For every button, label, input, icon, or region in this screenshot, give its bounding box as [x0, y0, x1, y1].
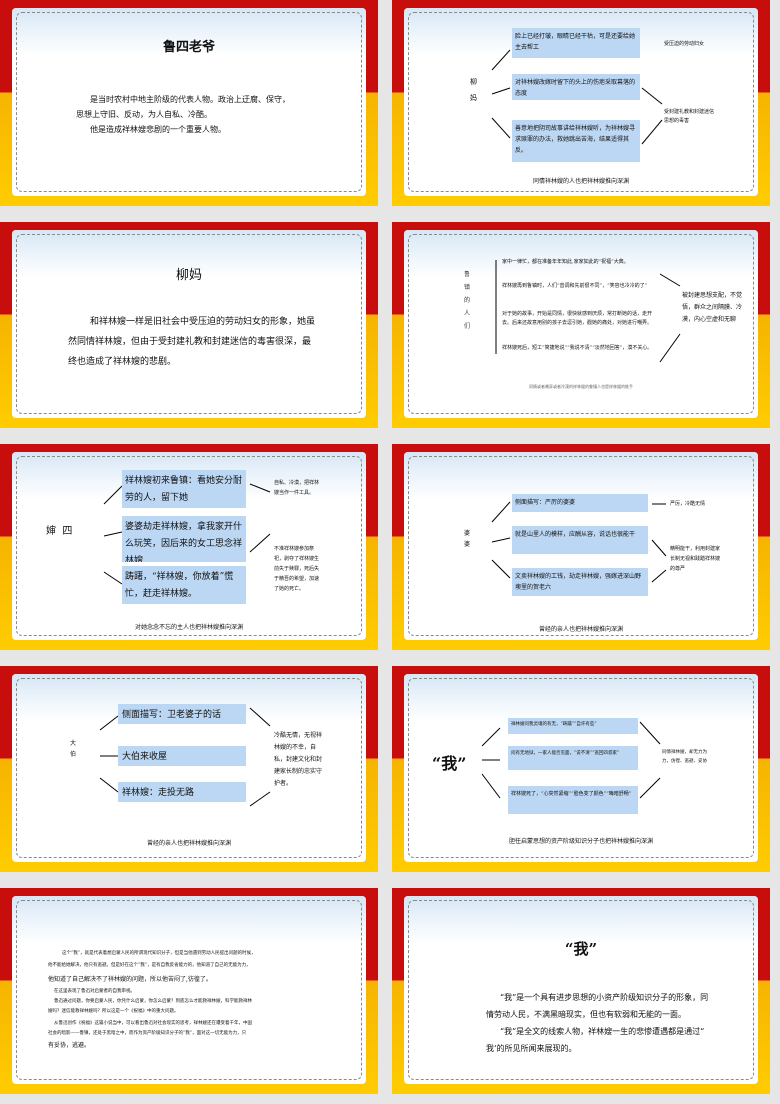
info-box: 问有无地狱，一家人能否见面，“说不清”“逃回四叔家”	[508, 746, 638, 770]
text-line: 我‘的所见所闻来展现的。	[486, 1044, 577, 1053]
side-label: 婆 婆	[464, 530, 471, 548]
connector-lines	[103, 483, 271, 585]
text-line: “我”是全文的线索人物，祥林嫂一生的悲惨遭遇都是通过“	[500, 1027, 705, 1036]
text-line: 这个“我”，就是代表着想启蒙人民的所谓现代知识分子，但是当他遇到劳动人民提出问题…	[62, 951, 256, 956]
text-line: 鲁迅通过问题，你要启蒙人民，你凭什么启蒙，你怎么启蒙？到底怎么才能救祥林嫂，科学…	[54, 999, 252, 1004]
slide-4[interactable]: 鲁 镇 的 人 们 家中一律忙，都在准备年年知此,家家如此的“祝福”大典。 祥林…	[392, 222, 770, 428]
text-line: 在这里表现了鲁迅对启蒙者的自我审视。	[54, 989, 135, 994]
slide-caption: 曾经的亲人也把祥林嫂推向深渊	[538, 626, 623, 633]
list-item: 祥林嫂死后，短工“简捷地说”“我说不清”“淡然地回答”，漠不关心。	[502, 345, 653, 351]
info-box: 脸上已经打皱，眼睛已经干枯，可是还要给她主去帮工	[512, 28, 640, 58]
text-line: 他是造成祥林嫂悲剧的一个重要人物。	[90, 125, 226, 134]
slide-1[interactable]: 鲁四老爷 是当时农村中地主阶级的代表人物。政治上迂腐、保守， 思想上守旧、反动，…	[0, 0, 378, 206]
right-note: 被封建思想支配，不觉悟，群众之间隔膜、冷漠，内心空虚和无聊	[682, 292, 743, 323]
connector-lines	[495, 260, 681, 363]
side-label: 鲁 镇 的 人 们	[464, 271, 471, 330]
slide-8[interactable]: “我” 祥林嫂问我灵魂的有无，“踌躇”“自许有些” 问有无地狱，一家人能否见面，…	[392, 666, 770, 872]
text-line: 社会的暗影——鲁镇，还处于黑暗之中，而作为资产阶级知识分子的“我”，面对这一切无…	[48, 1031, 247, 1036]
slide-caption: 胆任启蒙思想的资产阶级知识分子也把祥林嫂推向深渊	[508, 838, 653, 845]
info-box: 踌躇，“祥林嫂，你放着”慌忙，赶走祥林嫂。	[122, 566, 246, 604]
info-box: 侧面描写：严厉的婆婆	[512, 494, 648, 512]
slide-caption: 同情或者嘲弄或者冷漠的祥林嫂的鲁镇人也是祥林嫂的推手	[529, 384, 633, 389]
text-line: 和祥林嫂一样是旧社会中受压迫的劳动妇女的形象，她虽	[90, 317, 316, 327]
info-box: 祥林嫂问我灵魂的有无，“踌躇”“自许有些”	[508, 718, 638, 734]
slide-5[interactable]: 婶 四 祥林嫂初来鲁镇：看她安分耐劳的人，留下她 婆婆劫走祥林嫂，拿我家开什么玩…	[0, 444, 378, 650]
slide-3[interactable]: 柳妈 和祥林嫂一样是旧社会中受压迫的劳动妇女的形象，她虽 然同情祥林嫂，但由于受…	[0, 222, 378, 428]
connector-lines	[99, 707, 271, 807]
info-box: 文卖祥林嫂的工钱，劫走祥林嫂，强嫁进深山野墺里的贺老六	[512, 568, 648, 596]
right-note: 不准祥林嫂参加祭祀，剥夺了祥林嫂生前失于赎罪，死后失于精吾的希望，加速了她的死亡…	[274, 546, 320, 592]
info-box: 大伯来收屋	[118, 746, 246, 766]
info-box: 婆婆劫走祥林嫂，拿我家开什么玩笑，因后来的女工思念祥林嫂	[122, 516, 246, 562]
info-box: 侧面描写：卫老婆子的话	[118, 704, 246, 724]
info-box: 善意地把阴司故事讲给祥林嫂听，为祥林嫂寻求赎罪的办法，救她跳出苦海，结果适得其反…	[512, 120, 640, 162]
list-item: 对于她的故事，开始是同情，很快就感到厌烦，常打断她的话，走开去。后来还故意用别的…	[502, 311, 653, 326]
side-label: “我”	[432, 754, 467, 773]
text-line: 是当时农村中地主阶级的代表人物。政治上迂腐、保守，	[90, 95, 290, 104]
slide-7[interactable]: 大 伯 侧面描写：卫老婆子的话 大伯来收屋 祥林嫂：走投无路 冷酷无情，无视祥林…	[0, 666, 378, 872]
text-line: 嫂吗？迷信能救祥林嫂吗？所以这是一个《祝福》中的重大问题。	[48, 1009, 179, 1014]
text-line: 然同情祥林嫂，但由于受封建礼教和封建迷信的毒害很深，最	[68, 337, 312, 347]
right-note: 受封建礼教和封建迷信思想的毒害	[664, 109, 715, 124]
right-note: 受压迫的劳动妇女	[664, 41, 705, 47]
side-label: 婶 四	[46, 526, 73, 537]
slide-title: “我”	[564, 940, 598, 958]
slide-caption: 对她念念不忘的主人也把祥林嫂推向深渊	[134, 624, 243, 631]
text-line: “我”是一个具有进步思想的小资产阶级知识分子的形象，同	[500, 993, 709, 1002]
info-box: 祥林嫂：走投无路	[118, 782, 246, 802]
right-note: 严厉，冷酷无情	[670, 501, 706, 507]
right-note: 冷酷无情，无视祥林嫂的不幸，自私，封建文化和封建家长制的忠实守护者。	[274, 732, 323, 787]
text-line: 终也造成了祥林嫂的悲剧。	[68, 357, 177, 367]
text-line: 思想上守旧、反动，为人自私、冷酷。	[76, 110, 212, 119]
text-line: 他不能给她解决，他只有逃避。但是好在这个“我”，是有自我反省能力的，他知道了自己…	[48, 963, 251, 968]
right-note: 自私、冷漠，把祥林嫂当作一件工具。	[274, 480, 320, 496]
slide-9[interactable]: 这个“我”，就是代表着想启蒙人民的所谓现代知识分子，但是当他遇到劳动人民提出问题…	[0, 888, 378, 1094]
side-label: 柳 妈	[470, 78, 477, 102]
right-note: 同情祥林嫂，却无力为力，仿徨、逃避、妥协	[662, 750, 707, 764]
info-box: 祥林嫂死了，“心突然紧缩”“脸色变了颜色”“晦暗舒畅”	[508, 786, 638, 814]
connector-lines	[481, 721, 661, 799]
info-box: 对祥林嫂改嫁时留下的头上的伤疤采取幕落的态度	[512, 74, 640, 100]
info-box: 祥林嫂初来鲁镇：看她安分耐劳的人，留下她	[122, 470, 246, 508]
text-line: 从鲁迅创作《祝福》这篇小说当中，可以看出鲁迅对社会现实的思考，祥林嫂还在遭受着千…	[54, 1021, 252, 1026]
slide-2[interactable]: 柳 妈 脸上已经打皱，眼睛已经干枯，可是还要给她主去帮工 对祥林嫂改嫁时留下的头…	[392, 0, 770, 206]
connector-lines	[491, 49, 663, 145]
slide-6[interactable]: 婆 婆 侧面描写：严厉的婆婆 就是山里人的模样，应酬从容，说话也很能干 文卖祥林…	[392, 444, 770, 650]
slide-caption: 同情祥林嫂的人也把祥林嫂推向深渊	[532, 178, 629, 185]
slide-title: 鲁四老爷	[162, 40, 215, 55]
right-note: 精明能干，利用封建家长制无视和践踏祥林嫂的尊严	[670, 546, 721, 572]
side-label: 大 伯	[70, 740, 77, 758]
list-item: 家中一律忙，都在准备年年知此,家家如此的“祝福”大典。	[502, 259, 629, 265]
connector-lines	[491, 501, 667, 583]
text-line: 有妥协，逃避。	[48, 1042, 91, 1049]
text-line: 情劳动人民，不满黑暗现实，但也有软弱和无能的一面。	[486, 1010, 686, 1019]
slide-10[interactable]: “我” “我”是一个具有进步思想的小资产阶级知识分子的形象，同 情劳动人民，不满…	[392, 888, 770, 1094]
slide-caption: 曾经的亲人也把祥林嫂推向深渊	[146, 840, 231, 847]
slide-title: 柳妈	[175, 268, 202, 283]
list-item: 祥林嫂再到鲁镇时，人们“音调和先前很不同”，“笑容也冷冷的了”	[502, 283, 648, 289]
info-box: 就是山里人的模样，应酬从容，说话也很能干	[512, 526, 648, 554]
text-line: 他知道了自己解决不了祥林嫂的问题，所以他苦闷了,彷徨了。	[48, 976, 212, 983]
